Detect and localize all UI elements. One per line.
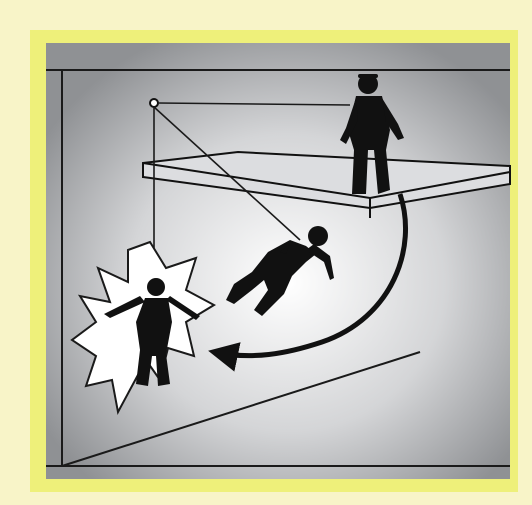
anchor-point	[150, 99, 158, 107]
